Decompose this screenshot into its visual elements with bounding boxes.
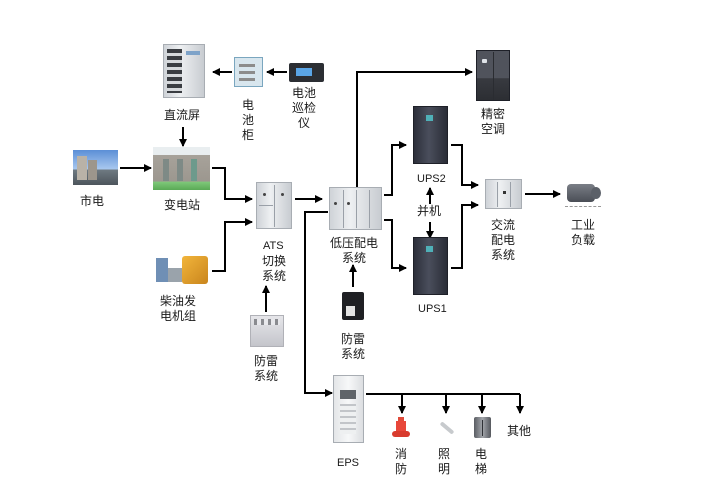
precision-ac-icon bbox=[476, 50, 510, 101]
lv-switchgear-icon bbox=[329, 187, 382, 230]
edge-lv-to-ac bbox=[356, 68, 473, 188]
label-fire: 消 防 bbox=[395, 447, 408, 476]
label-ups2: UPS2 bbox=[417, 173, 446, 185]
label-eps: EPS bbox=[337, 457, 360, 469]
label-city-power: 市电 bbox=[80, 194, 105, 208]
label-diesel-generator: 柴油发 电机组 bbox=[160, 294, 197, 323]
label-battery-monitor: 电池 巡检 仪 bbox=[292, 86, 317, 130]
edge-lv-to-eps bbox=[304, 211, 333, 397]
label-others: 其他 bbox=[507, 424, 532, 438]
label-ats: 切换 系统 bbox=[262, 254, 287, 283]
ups1-icon bbox=[413, 237, 448, 295]
label-lightning-lv: 防雷 系统 bbox=[341, 332, 366, 361]
surge-protector-icon bbox=[250, 315, 284, 347]
label-battery-cabinet: 电 池 柜 bbox=[242, 98, 255, 142]
edge-lv-to-ups2 bbox=[384, 141, 407, 196]
ats-cabinet-icon bbox=[256, 182, 292, 229]
label-substation: 变电站 bbox=[164, 198, 201, 212]
label-lightning-ats: 防雷 系统 bbox=[254, 354, 279, 383]
fire-hydrant-icon bbox=[392, 417, 410, 439]
label-elevator: 电 梯 bbox=[475, 447, 488, 476]
edge-lv-to-ups1 bbox=[384, 219, 407, 272]
edge-ups1-to-acdist bbox=[451, 201, 479, 269]
label-dc-panel: 直流屏 bbox=[164, 108, 201, 122]
ups2-icon bbox=[413, 106, 448, 164]
power-plant-icon bbox=[73, 150, 118, 185]
battery-cabinet-icon bbox=[234, 57, 263, 87]
edge-substation-to-ats bbox=[212, 167, 253, 203]
label-precision-ac: 精密 空调 bbox=[481, 107, 506, 136]
elevator-icon bbox=[474, 417, 491, 438]
lamp-icon bbox=[437, 419, 455, 437]
label-lv-distribution: 低压配电 系统 bbox=[330, 236, 379, 265]
ac-distribution-icon bbox=[485, 179, 522, 209]
diesel-generator-icon bbox=[156, 254, 211, 287]
label-lighting: 照 明 bbox=[438, 447, 451, 476]
label-ac-distribution: 交流 配电 系统 bbox=[491, 218, 516, 262]
surge-protector-dark-icon bbox=[342, 292, 364, 320]
label-parallel: 并机 bbox=[417, 204, 442, 218]
motor-icon bbox=[565, 178, 601, 208]
label-ups1: UPS1 bbox=[418, 303, 447, 315]
edge-ups2-to-acdist bbox=[451, 144, 479, 189]
substation-icon bbox=[153, 147, 210, 190]
label-industrial-load: 工业 负载 bbox=[571, 218, 596, 247]
eps-cabinet-icon bbox=[333, 375, 364, 443]
edge-diesel-to-ats bbox=[212, 218, 253, 272]
label-ats-en: ATS bbox=[263, 240, 284, 252]
dc-panel-icon bbox=[163, 44, 205, 98]
battery-monitor-icon bbox=[289, 63, 324, 82]
